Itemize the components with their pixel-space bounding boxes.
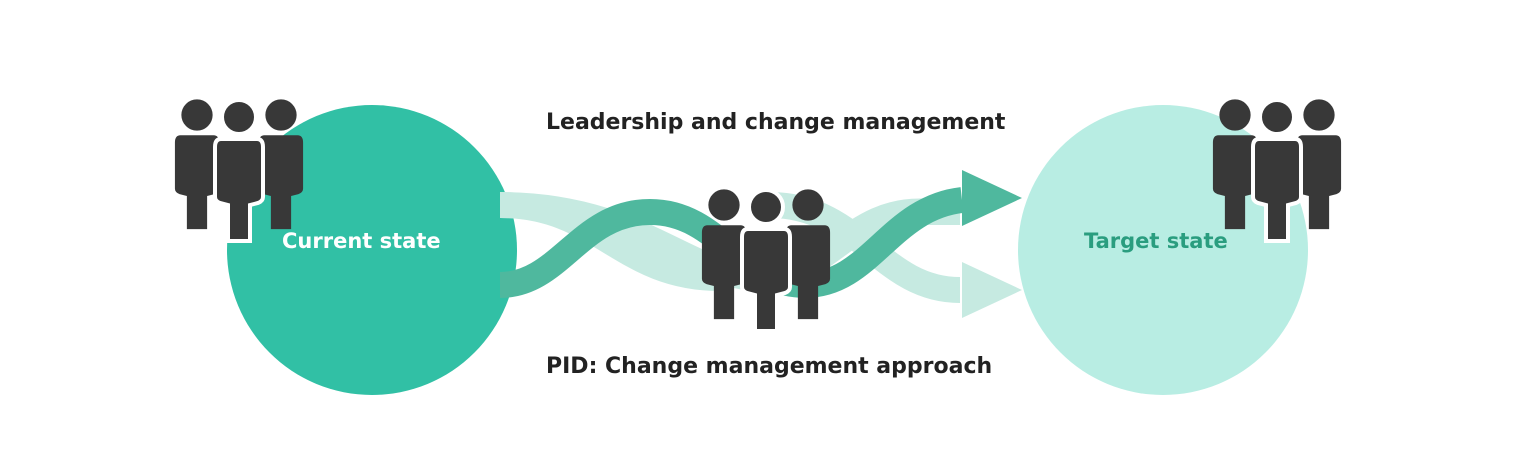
center-people-group-icon: [702, 189, 830, 331]
pid-label: PID: Change management approach: [546, 354, 993, 379]
leadership-label: Leadership and change management: [546, 110, 1006, 135]
current-state-label: Current state: [282, 229, 441, 253]
target-state-label: Target state: [1084, 229, 1228, 253]
light-arrowhead: [962, 262, 1022, 318]
left-people-group-icon: [175, 99, 303, 241]
right-people-group-icon: [1213, 99, 1341, 241]
dark-arrowhead: [962, 170, 1022, 226]
